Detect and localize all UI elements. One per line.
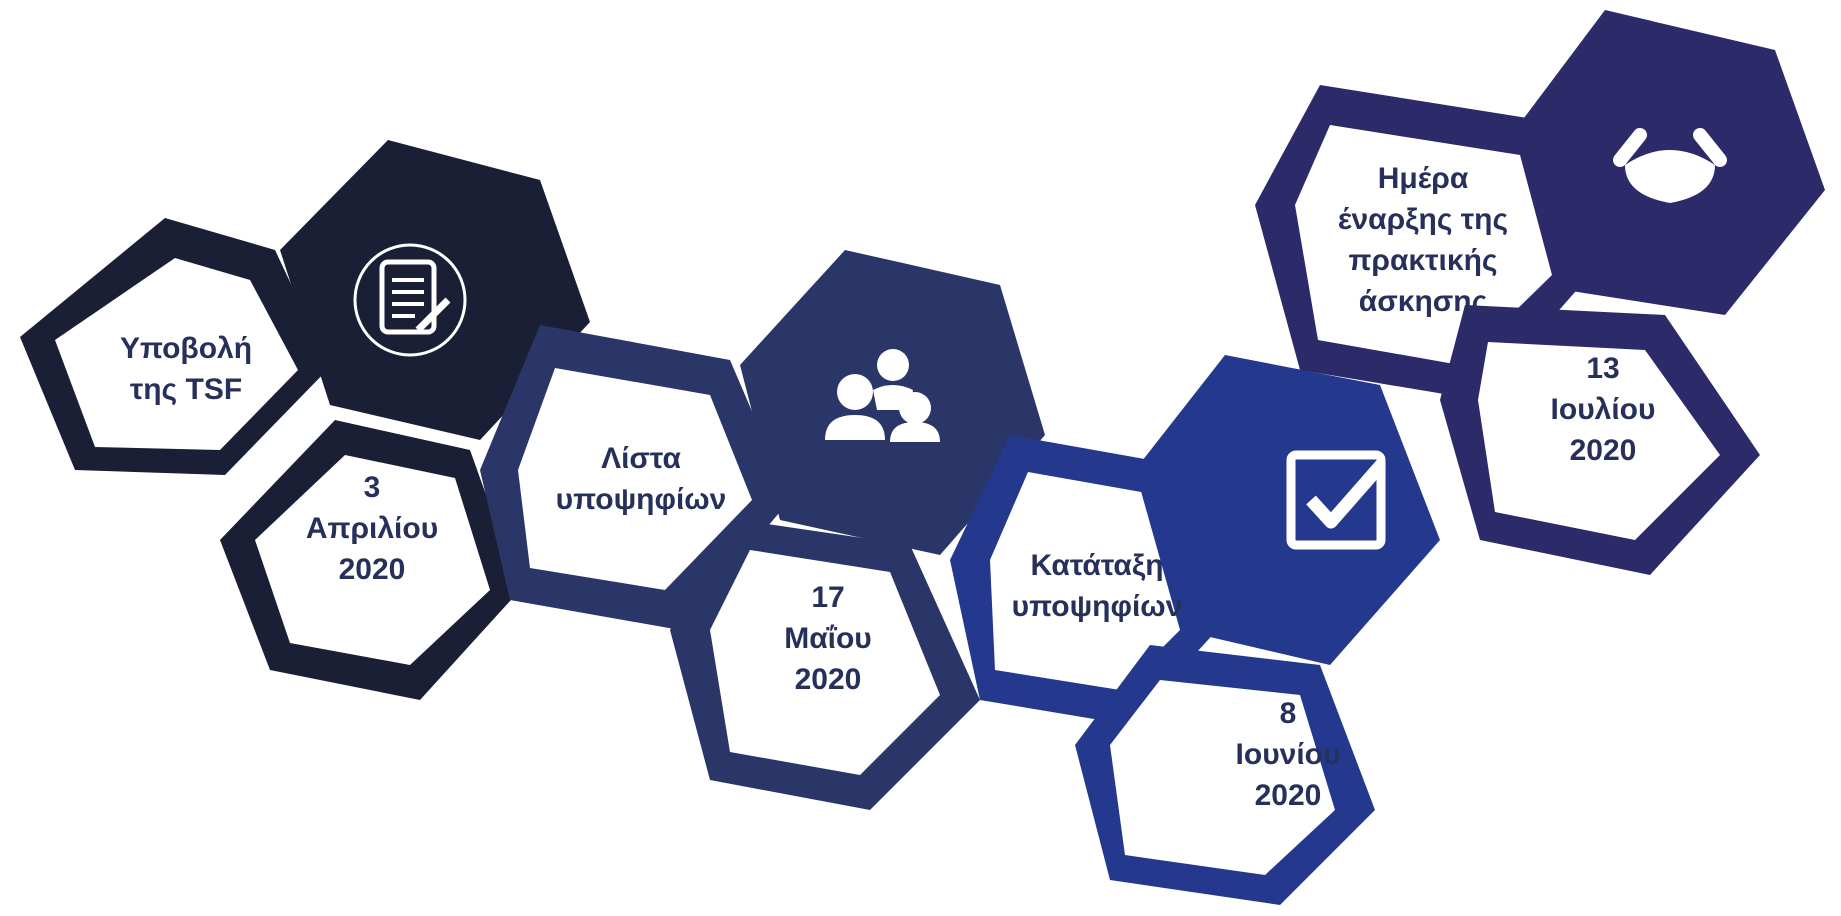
stage-3-title-line-2: υποψηφίων [1011,590,1183,623]
stage-1-date-hexagon-inner [255,455,490,665]
stage-2-title-hexagon-inner [518,368,752,590]
stage-2-title-line-2: υποψηφίων [555,483,727,516]
users-group-icon [825,349,940,442]
stage-1-date-month: Απριλίου [305,512,439,545]
stage-2-title-line-1: Λίστα [601,442,681,475]
stage-2-title: Λίστα υποψηφίων [531,438,751,520]
stage-3-title-line-1: Κατάταξη [1030,549,1164,582]
stage-4-date-year: 2020 [1569,434,1637,467]
stage-1-title-line-2: της TSF [129,373,243,406]
document-edit-icon [353,243,467,357]
checkbox-icon [1286,450,1386,550]
stage-4-title-line-1: Ημέρα [1377,162,1469,195]
stage-1-date: 3 Απριλίου 2020 [262,467,482,590]
stage-4-date-day: 13 [1586,352,1620,385]
stage-4-title: Ημέρα έναρξης της πρακτικής άσκησης [1313,158,1533,322]
stage-3-date-year: 2020 [1254,779,1322,812]
stage-2-date-day: 17 [811,581,845,614]
stage-1-date-year: 2020 [338,553,406,586]
stage-4-date-month: Ιουλίου [1550,393,1656,426]
stage-4-date: 13 Ιουλίου 2020 [1493,348,1713,471]
stage-2-date-month: Μαΐου [784,622,872,655]
stage-2-date-hexagon-inner [710,550,940,775]
stage-4-title-line-3: πρακτικής [1348,244,1498,277]
handshake-icon [1613,128,1727,203]
stage-2-date-year: 2020 [794,663,862,696]
stage-2-date: 17 Μαΐου 2020 [718,577,938,700]
stage-4-title-line-4: άσκησης [1358,285,1488,318]
stage-4-date-hexagon-inner [1478,342,1720,540]
stage-1-title-line-1: Υποβολή [119,332,253,365]
stage-1-title: Υποβολή της TSF [76,328,296,410]
stage-4-title-line-2: έναρξης της [1337,203,1509,236]
stage-1-title-hexagon-inner [55,258,298,450]
stage-3-date-hexagon-inner [1110,680,1335,875]
stage-3-date-month: Ιουνίου [1235,738,1341,771]
stage-1-date-day: 3 [363,471,381,504]
stage-4-title-hexagon-inner [1295,125,1552,365]
stage-3-title: Κατάταξη υποψηφίων [987,545,1207,627]
stage-3-date-day: 8 [1279,697,1297,730]
stage-3-date: 8 Ιουνίου 2020 [1178,693,1398,816]
